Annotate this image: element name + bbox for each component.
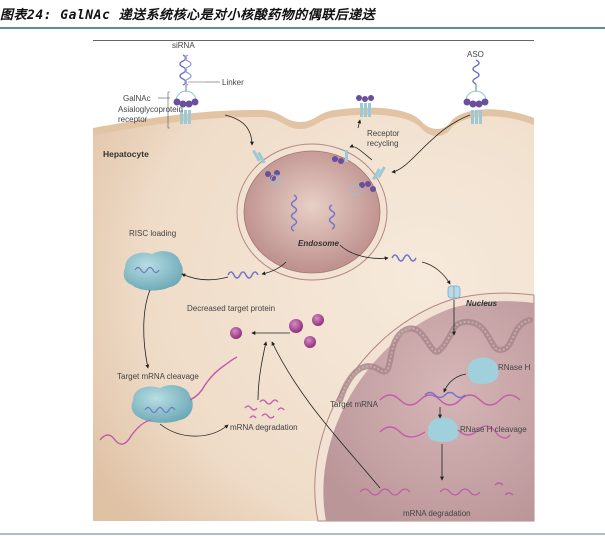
label-receptor-recycling-1: Receptor — [367, 129, 400, 138]
nuclear-pore — [447, 285, 461, 299]
mrna-fragments-cytoplasm — [244, 399, 285, 419]
pathway-arrows — [143, 114, 471, 489]
label-endosome: Endosome — [298, 239, 339, 248]
recycled-receptor — [356, 95, 374, 117]
label-nucleus: Nucleus — [466, 299, 498, 308]
title-rule — [0, 27, 605, 29]
endosome-receptors — [252, 149, 386, 196]
endosome-aso — [328, 204, 336, 230]
rnase-h-cleavage-complex — [379, 417, 511, 443]
label-asgpr-1: Asialoglycoprotein — [118, 105, 183, 114]
figure-title: 图表24: GalNAc 递送系统核心是对小核酸药物的偶联后递送 — [0, 8, 376, 23]
label-rnase-h: RNase H — [498, 363, 531, 372]
sirna-galnac-conjugate — [173, 54, 199, 124]
label-receptor-recycling-2: recycling — [367, 139, 399, 148]
cytoplasm-aso — [391, 254, 417, 262]
nucleus — [314, 292, 535, 522]
label-rnase-h-cleavage: RNase H cleavage — [460, 425, 527, 434]
endosome-sirna — [290, 194, 298, 232]
label-galnac: GalNAc — [123, 94, 151, 103]
label-mrna-degradation-nucleus: mRNA degradation — [403, 509, 471, 518]
label-risc-loading: RISC loading — [129, 229, 176, 238]
aso-galnac-conjugate — [463, 59, 489, 124]
label-linker: Linker — [222, 78, 244, 87]
label-aso: ASO — [467, 50, 484, 59]
risc-complex — [123, 251, 183, 291]
figure-top-rule — [93, 40, 534, 41]
label-asgpr-2: receptor — [118, 115, 148, 124]
asgpr-bracket — [167, 91, 170, 129]
endosome — [236, 143, 388, 281]
cytoplasm-sirna — [227, 271, 259, 279]
risc-target-complex — [99, 356, 238, 445]
rnase-h-enzyme — [467, 357, 499, 384]
label-decreased-target-protein: Decreased target protein — [187, 304, 275, 313]
label-target-mrna-cleavage: Target mRNA cleavage — [117, 372, 199, 381]
label-target-mrna: Target mRNA — [330, 400, 379, 409]
label-sirna: siRNA — [172, 41, 195, 50]
mrna-fragments-nucleus — [359, 482, 514, 496]
label-mrna-degradation-cytoplasm: mRNA degradation — [230, 423, 298, 432]
label-hepatocyte: Hepatocyte — [103, 149, 149, 159]
bottom-rule — [0, 533, 605, 535]
target-mrna-nucleus — [379, 391, 521, 406]
target-proteins — [230, 314, 324, 348]
